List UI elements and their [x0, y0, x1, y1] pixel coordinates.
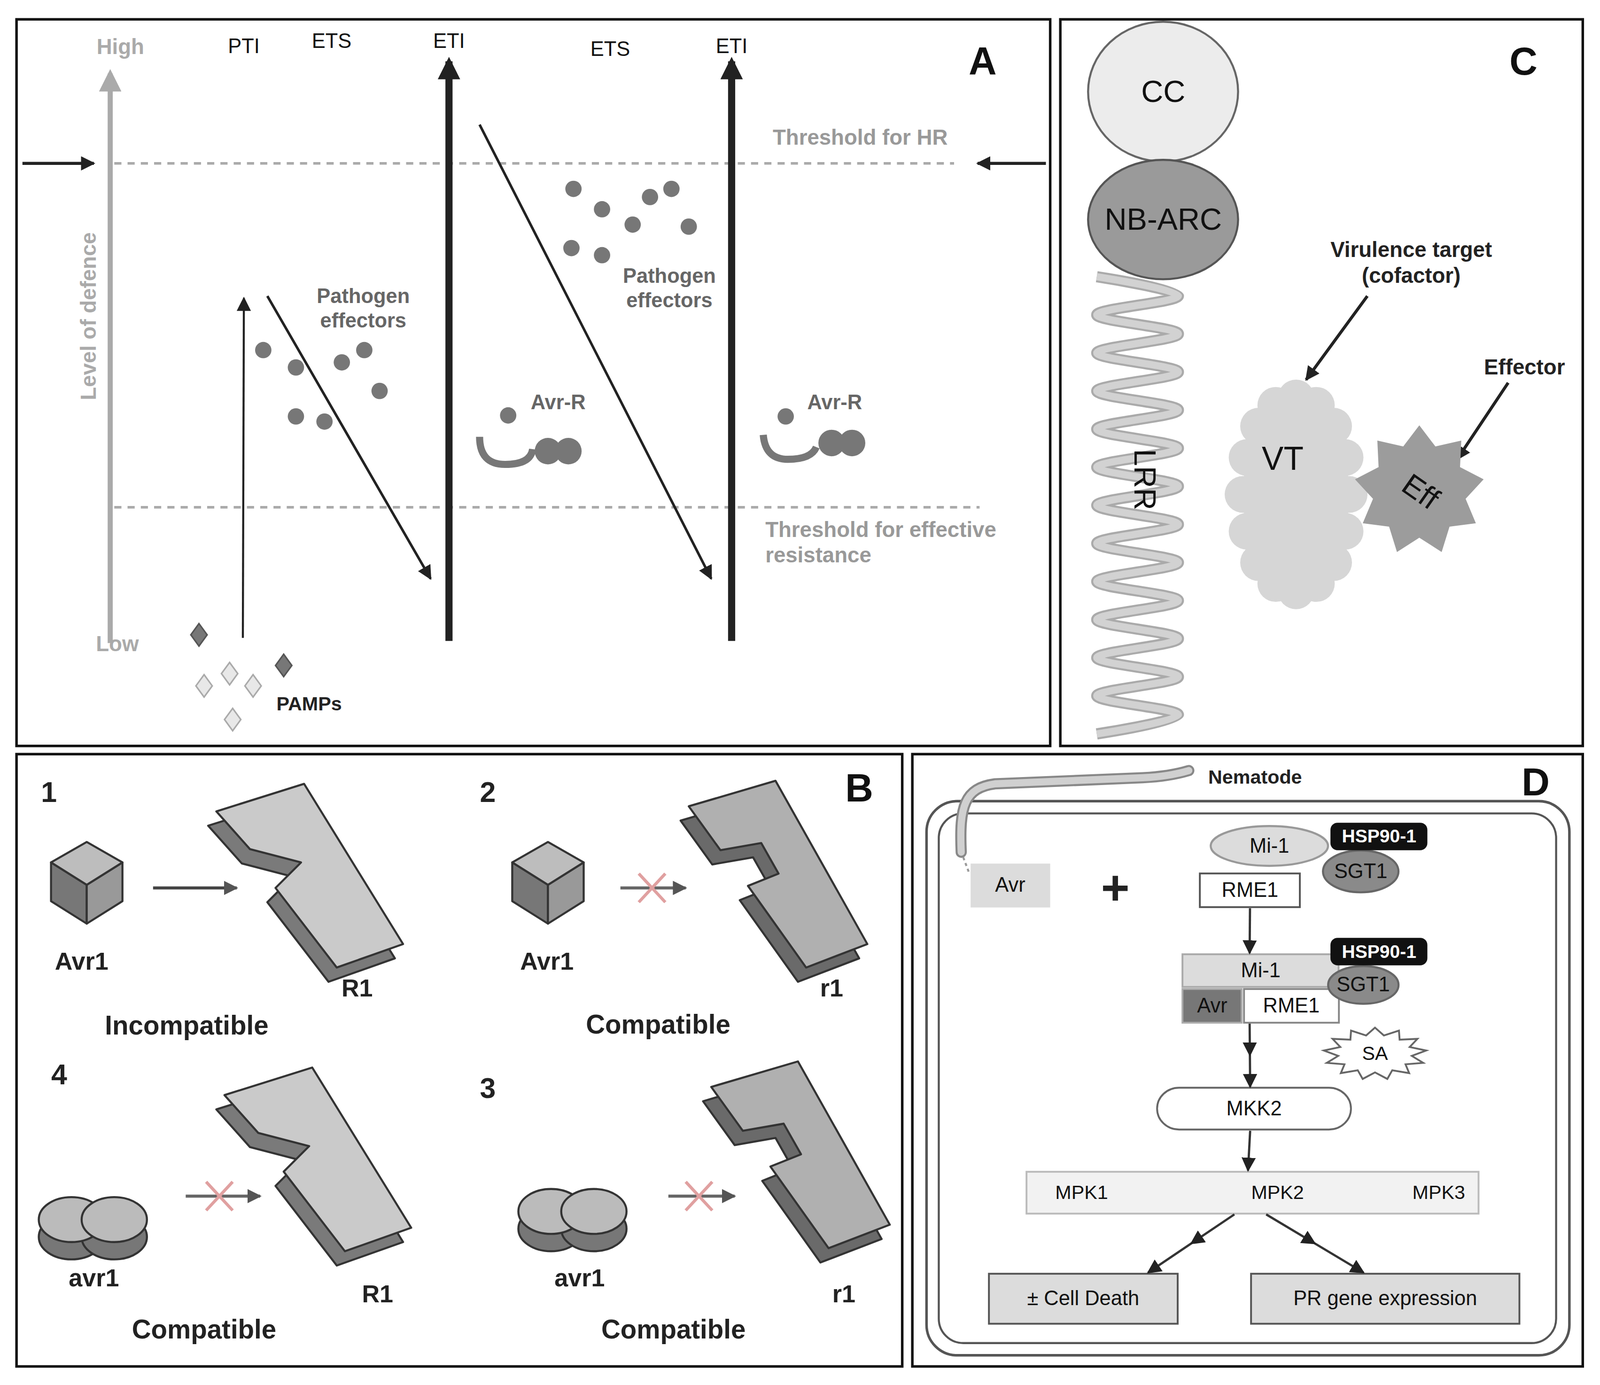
panel-frame-text: C [1509, 38, 1538, 84]
phase-label: ETS [590, 36, 630, 62]
outcome-label: Compatible [601, 1313, 746, 1346]
protein-box: Avr [969, 862, 1052, 909]
protein-box: RME1 [1198, 872, 1301, 909]
gene-label: R1 [341, 972, 373, 1003]
gene-label: avr1 [554, 1262, 605, 1293]
plus-sign: + [1101, 858, 1130, 917]
threshold-label: Threshold for effective resistance [765, 517, 1031, 569]
axis-label: High [96, 34, 145, 61]
callout-number: 2 [479, 774, 496, 809]
protein-ellipse-text: Mi-1 [1249, 834, 1290, 858]
outcome-label: Compatible [132, 1313, 277, 1346]
axis-label: Level of defence [76, 232, 102, 401]
domain-ellipse: CC [1086, 20, 1240, 164]
effector-star: Eff [1351, 423, 1487, 559]
phase-label: ETS [311, 28, 352, 54]
protein-ellipse: Mi-1 [1209, 824, 1330, 868]
outcome-box-text: ± Cell Death [1026, 1286, 1140, 1311]
gene-label: Avr1 [54, 946, 109, 977]
chaperone-box-text: HSP90-1 [1341, 940, 1417, 963]
callout-label: Virulence target (cofactor) [1298, 237, 1524, 289]
panel-frame: DAvrMi-1HSP90-1SGT1RME1Mi-1HSP90-1SGT1Av… [911, 753, 1584, 1368]
panel-frame: B [15, 753, 904, 1368]
outcome-label: Compatible [585, 1008, 731, 1041]
protein-ellipse: SGT1 [1321, 848, 1400, 894]
chaperone-box: HSP90-1 [1329, 936, 1429, 967]
callout-number: 4 [51, 1057, 68, 1092]
callout-number: 1 [40, 774, 57, 809]
kinase-pill-text: MKK2 [1226, 1096, 1282, 1121]
protein-ellipse: SGT1 [1326, 964, 1400, 1006]
panel-frame: CCCNB-ARCLRRVTEff [1059, 18, 1585, 747]
chaperone-box-text: HSP90-1 [1341, 825, 1417, 847]
effector-label: Pathogen effectors [605, 263, 734, 312]
outcome-box: PR gene expression [1250, 1272, 1521, 1325]
phase-label: ETI [715, 33, 748, 59]
domain-ellipse-text: NB-ARC [1104, 201, 1222, 238]
nematode-worm [960, 770, 1189, 874]
binding-arrows [153, 873, 735, 1211]
protein-box-text: Avr [994, 873, 1026, 897]
gene-label: avr1 [68, 1262, 119, 1293]
outcome-box-text: PR gene expression [1293, 1286, 1477, 1311]
protein-box: Mi-1 [1181, 953, 1340, 988]
domain-ellipse: NB-ARC [1086, 158, 1240, 281]
protein-box: Avr [1181, 987, 1243, 1024]
organism-label: Nematode [1208, 765, 1303, 790]
hormone-star: SA [1321, 1025, 1429, 1082]
phase-label: ETI [433, 28, 466, 54]
defence-plot [22, 61, 1047, 731]
callout-number: 3 [479, 1070, 496, 1105]
protein-box-text: Mi-1 [1241, 958, 1281, 983]
chaperone-box: HSP90-1 [1329, 821, 1429, 852]
gene-label: r1 [832, 1279, 856, 1309]
avr-r-label: Avr-R [530, 389, 586, 415]
kinase-band-text: MPK3 [1412, 1181, 1466, 1204]
leader-arrows [1305, 295, 1508, 460]
panel-frame-outline [15, 18, 1052, 747]
threshold-label: Threshold for HR [772, 124, 948, 151]
protein-ellipse-text: SGT1 [1334, 859, 1388, 884]
signal-arrow [1248, 1130, 1251, 1171]
outcome-box: ± Cell Death [987, 1272, 1179, 1325]
target-cloud-outline [1224, 379, 1368, 610]
protein-box-text: Avr [1196, 994, 1228, 1018]
gene-label: R1 [361, 1279, 394, 1309]
kinase-pill: MKK2 [1156, 1086, 1352, 1131]
panel-frame-outline [15, 753, 904, 1368]
signal-arrow [1249, 1023, 1251, 1088]
signal-arrow [1266, 1214, 1364, 1273]
kinase-band-text: MPK2 [1250, 1181, 1304, 1204]
domain-ellipse-text: CC [1141, 74, 1186, 110]
axis-label: Low [95, 630, 139, 657]
lrr-coil-text: LRR [1127, 449, 1163, 511]
gene-label: Avr1 [520, 946, 574, 977]
protein-box-text: RME1 [1221, 878, 1279, 902]
panel-frame-text: A [968, 38, 997, 84]
protein-ellipse-text: SGT1 [1336, 972, 1390, 997]
effector-label: Pathogen effectors [299, 283, 428, 333]
kinase-band-text: MPK1 [1055, 1181, 1108, 1204]
outcome-label: Incompatible [104, 1009, 269, 1042]
avr-r-label: Avr-R [807, 389, 863, 415]
phase-label: PTI [227, 33, 260, 59]
signal-arrow [1248, 908, 1252, 954]
target-cloud: VT [1224, 379, 1368, 610]
gene-for-gene-shapes [38, 780, 891, 1266]
gene-label: r1 [820, 972, 844, 1003]
pamp-label: PAMPs [276, 692, 342, 716]
signal-arrow [1148, 1214, 1235, 1273]
plant-cell [926, 800, 1569, 1356]
protein-box-text: RME1 [1263, 994, 1321, 1018]
protein-box: RME1 [1242, 987, 1340, 1024]
callout-label: Effector [1483, 354, 1565, 381]
kinase-band: MPK1 MPK2 MPK3 [1025, 1170, 1480, 1215]
panel-frame: A [15, 18, 1052, 747]
target-cloud-text: VT [1261, 440, 1304, 479]
panel-frame-text: B [845, 765, 874, 810]
panel-frame-text: D [1521, 759, 1550, 804]
hormone-star-text: SA [1361, 1042, 1388, 1065]
lrr-coil: LRR [1086, 270, 1189, 740]
